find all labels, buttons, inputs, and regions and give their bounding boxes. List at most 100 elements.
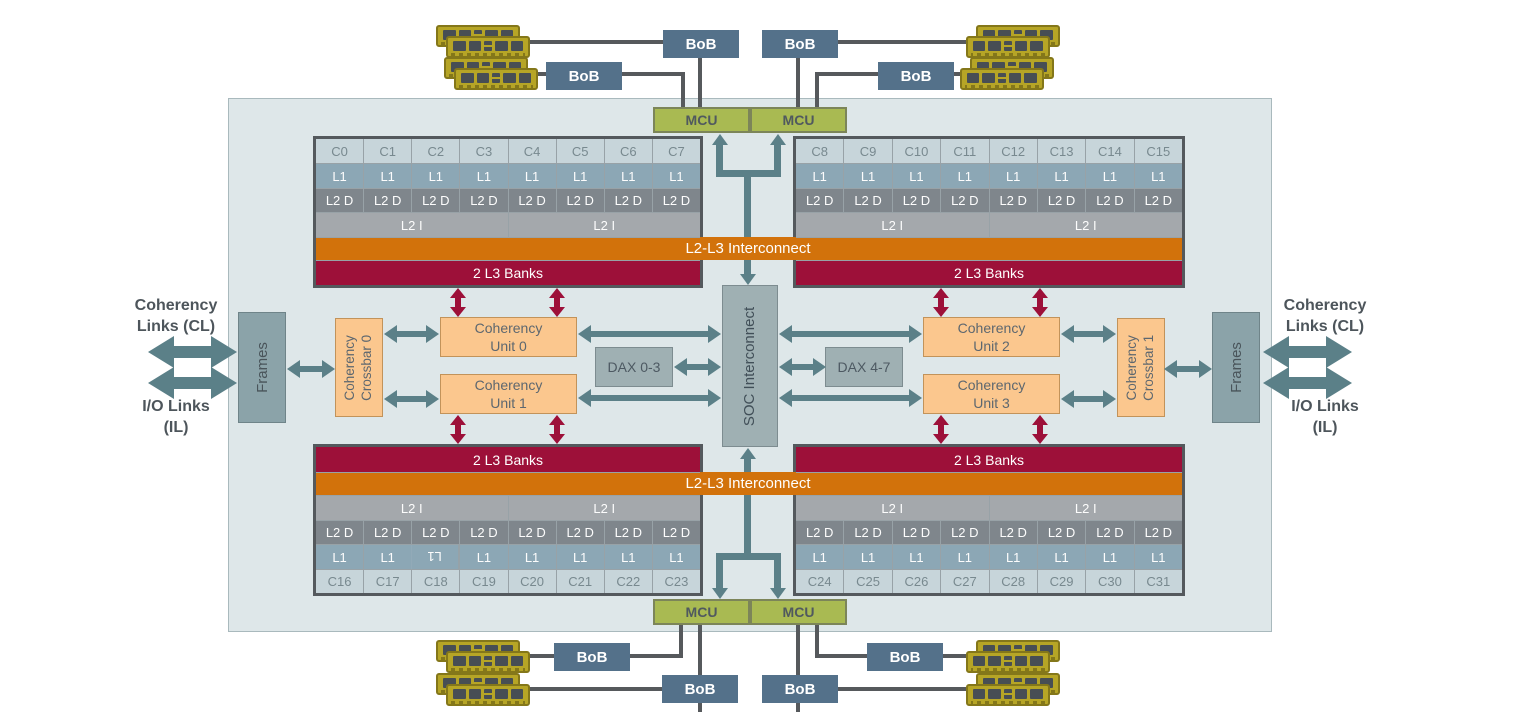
cluster-row-l3: 2 L3 Banks [316,260,700,285]
core-cell: C14 [1085,139,1134,163]
bob-label: BoB [568,67,600,85]
coherency-links-label: Coherency Links (CL) [1255,295,1395,337]
dimm-icon [446,684,530,706]
l2l3-interconnect-label: L2-L3 Interconnect [685,475,811,492]
l1-cell: L1 [555,164,604,188]
dimm-icon [966,36,1050,58]
l2d-cell: L2 D [555,521,604,544]
io-link-arrow [148,367,237,399]
cluster-row-orange [316,472,700,495]
core-cell: C13 [1036,139,1086,163]
core-cell: C28 [988,570,1037,593]
l1-cell: L1 [507,164,556,188]
coherency-unit-label: Unit 1 [490,395,527,411]
l1-cell: L1 [796,164,844,188]
l1-cell: L1 [988,545,1037,569]
l1-cell: L1 [1085,164,1134,188]
l2d-cell: L2 D [1085,189,1134,212]
l2i-cell: L2 I [316,213,508,237]
l1-cell: L1 [411,545,460,569]
mcu-label: MCU [782,112,815,128]
bob-box: BoB [867,643,943,671]
wire [796,625,800,675]
dimm-icon [960,68,1044,90]
crossbar-label: Crossbar 0 [359,334,374,401]
coherency-links-label: Coherency Links (CL) [106,295,246,337]
l1-cell: L1 [651,545,700,569]
wire [510,40,663,44]
l2d-cell: L2 D [316,521,364,544]
l3-coherency-arrow [549,415,565,444]
mcu-soc-connector [716,553,781,560]
mcu-label: MCU [685,604,718,620]
l1-cell: L1 [459,164,508,188]
l1-cell: L1 [843,545,892,569]
core-cell: C2 [411,139,460,163]
l1-cell: L1 [843,164,892,188]
core-cell: C3 [459,139,508,163]
mcu-label: MCU [782,604,815,620]
l3-coherency-arrow [450,415,466,444]
core-cell: C22 [603,570,652,593]
l3-coherency-arrow [1032,288,1048,317]
double-arrow [578,388,721,408]
l2d-cell: L2 D [940,521,989,544]
core-cell: C18 [411,570,460,593]
l3-coherency-arrow [1032,415,1048,444]
core-cell: C23 [651,570,700,593]
mcu-soc-connector [774,144,781,177]
l3-coherency-arrow [933,415,949,444]
coherency-unit-label: Coherency [957,319,1026,336]
wire [815,72,878,76]
wire [796,58,800,108]
bob-box: BoB [878,62,954,90]
mcu-soc-connector [716,553,723,589]
wire [510,687,662,691]
double-arrow [674,357,721,377]
dimm-icon [966,684,1050,706]
mcu-box: MCU [653,599,750,625]
bob-box: BoB [662,675,738,703]
cluster-row-orange [796,472,1182,495]
l2i-cell: L2 I [796,213,989,237]
bob-box: BoB [546,62,622,90]
l2d-cell: L2 D [988,189,1037,212]
l1-cell: L1 [891,545,941,569]
coherency-unit-label: Unit 0 [490,338,527,354]
coherency-unit-label: Unit 2 [973,338,1010,354]
coherency-link-arrow [148,336,237,368]
io-links-label-line2: (IL) [163,419,189,436]
mcu-box: MCU [653,107,750,133]
l2d-cell: L2 D [459,189,508,212]
bob-label: BoB [784,680,816,698]
l1-cell: L1 [940,164,989,188]
core-cell: C25 [843,570,892,593]
l2l3-interconnect-band [700,472,796,495]
mcu-soc-connector [716,144,723,177]
core-cell: C20 [507,570,556,593]
double-arrow [779,357,826,377]
frames-box: Frames [1212,312,1260,423]
l2d-cell: L2 D [651,189,700,212]
l2i-cell: L2 I [507,213,700,237]
mcu-label: MCU [685,112,718,128]
crossbar-label: Crossbar 1 [1141,334,1156,401]
dax-label: DAX 4-7 [837,359,891,375]
mcu-soc-connector [740,274,756,285]
mcu-soc-connector [770,134,786,145]
core-cell: C5 [555,139,604,163]
dimm-icon [966,651,1050,673]
l2d-cell: L2 D [988,521,1037,544]
io-links-label-line1: I/O Links [142,398,210,415]
l2d-cell: L2 D [507,521,556,544]
dax-box: DAX 4-7 [825,347,903,387]
l2i-cell: L2 I [988,213,1182,237]
